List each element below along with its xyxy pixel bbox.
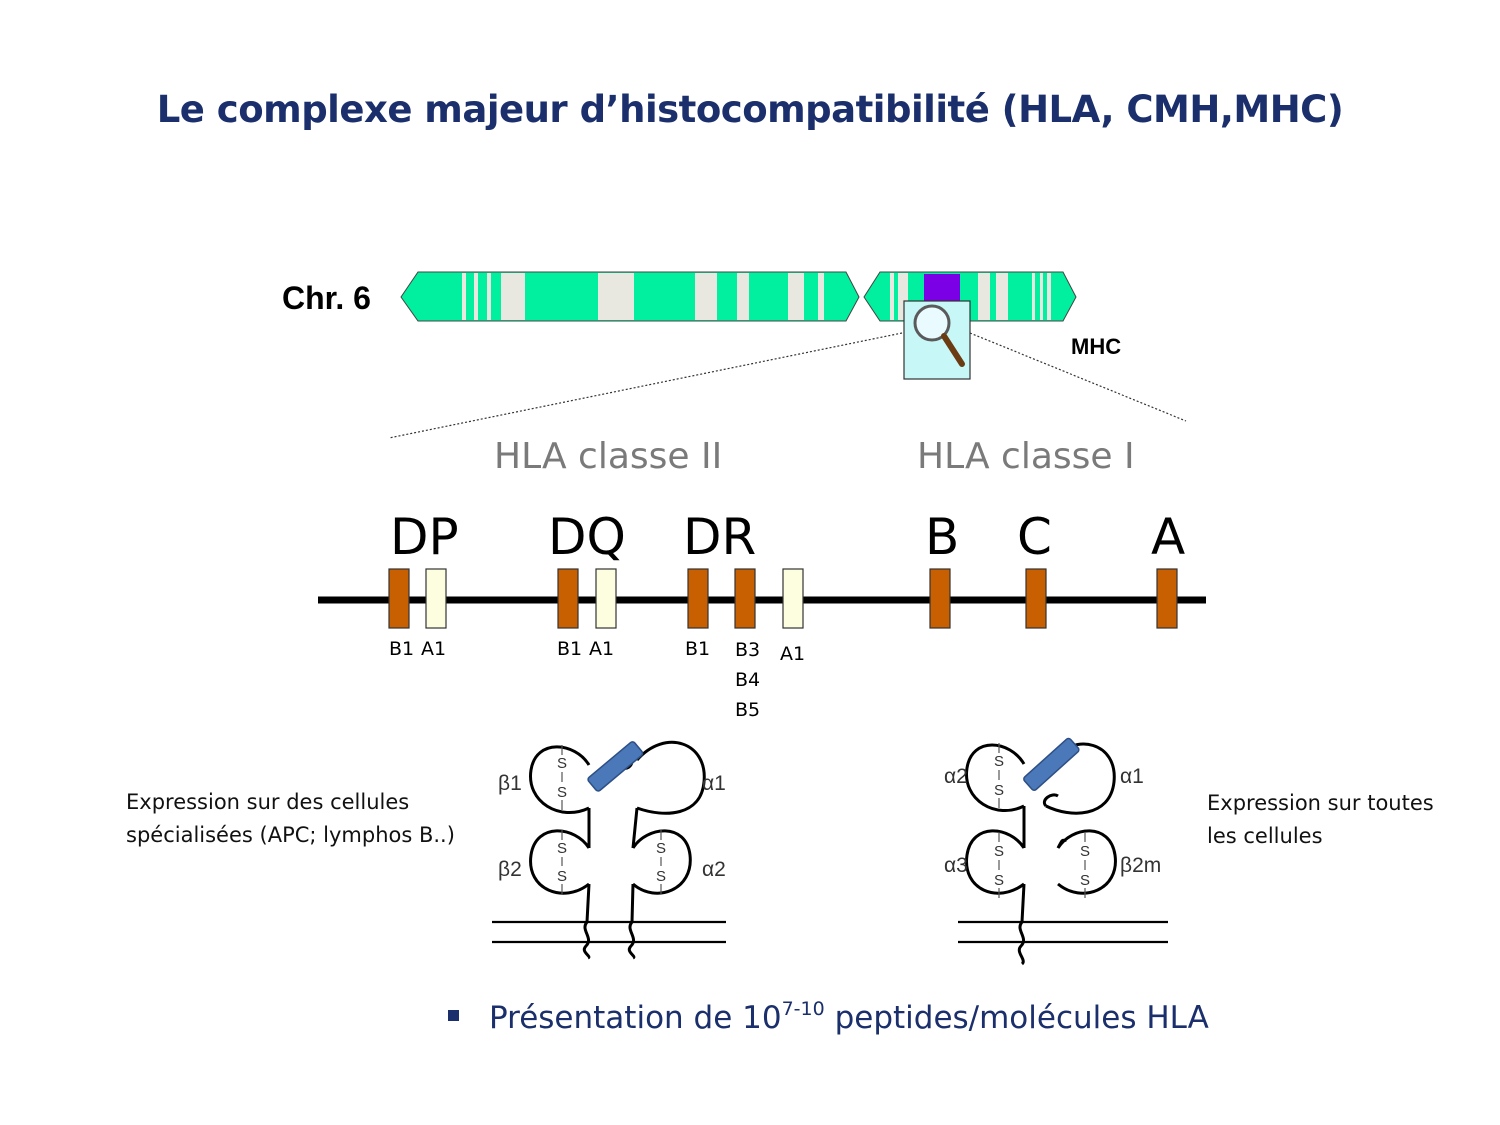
gene-box-dp-a1 (425, 568, 447, 629)
chromosome-6 (400, 271, 1077, 322)
domain-label-alpha1: α1 (1120, 765, 1144, 788)
domain-label-beta2: β2 (498, 858, 522, 881)
gene-box-b (929, 568, 951, 629)
domain-label-alpha1: α1 (702, 772, 726, 795)
magnifier-icon (903, 300, 971, 380)
gene-label-dq-b1: B1 (557, 638, 583, 660)
gene-box-dr-b3 (734, 568, 756, 629)
gene-label-dp-a1: A1 (421, 638, 447, 660)
domain-label-beta1: β1 (498, 772, 522, 795)
mhc-band (924, 274, 960, 302)
bullet-text-pre: Présentation de 10 (489, 1000, 782, 1036)
disulfide-s: S (994, 782, 1004, 799)
locus-dr: DR (683, 508, 757, 566)
disulfide-s: S (557, 868, 567, 885)
gene-label-dr-b1: B1 (685, 638, 711, 660)
disulfide-s: S (557, 840, 567, 857)
disulfide-s: S (994, 843, 1004, 860)
class-i-expression-text: Expression sur toutes les cellules (1207, 787, 1434, 853)
gene-box-dq-b1 (557, 568, 579, 629)
gene-label-dr-b4: B4 (735, 669, 761, 691)
class-ii-expression-line: Expression sur des cellules (126, 790, 410, 814)
gene-box-dq-a1 (595, 568, 617, 629)
disulfide-s: S (557, 755, 567, 772)
locus-a: A (1151, 508, 1186, 566)
bullet-text-post: peptides/molécules HLA (824, 1000, 1209, 1036)
chromosome-label: Chr. 6 (282, 280, 371, 316)
mhc-region-label: MHC (1071, 334, 1122, 359)
class-i-expression-line: les cellules (1207, 824, 1323, 848)
disulfide-s: S (994, 872, 1004, 889)
gene-label-dr-b5: B5 (735, 699, 761, 721)
hla-class-ii-label: HLA classe II (494, 436, 723, 477)
gene-box-a (1156, 568, 1178, 629)
disulfide-s: S (656, 840, 666, 857)
gene-label-dr-a1: A1 (780, 643, 806, 665)
class-i-peptide (1023, 737, 1080, 791)
disulfide-s: S (656, 868, 666, 885)
locus-c: C (1017, 508, 1052, 566)
gene-box-c (1025, 568, 1047, 629)
gene-box-dr-a1 (782, 568, 804, 629)
hla-class-i-label: HLA classe I (917, 436, 1135, 477)
domain-label-alpha2: α2 (702, 858, 726, 881)
class-ii-peptide (587, 741, 644, 792)
gene-label-dq-a1: A1 (589, 638, 615, 660)
disulfide-s: S (994, 753, 1004, 770)
class-i-expression-line: Expression sur toutes (1207, 791, 1434, 815)
class-ii-expression-line: spécialisées (APC; lymphos B..) (126, 823, 455, 847)
disulfide-s: S (1080, 872, 1090, 889)
bullet-exponent: 7-10 (781, 998, 825, 1020)
bullet-square-icon (448, 1010, 459, 1021)
class-ii-expression-text: Expression sur des cellules spécialisées… (126, 786, 455, 852)
gene-box-dp-b1 (388, 568, 410, 629)
domain-label-alpha2: α2 (944, 765, 968, 788)
locus-b: B (925, 508, 960, 566)
domain-label-beta2m: β2m (1120, 854, 1161, 877)
gene-box-dr-b1 (687, 568, 709, 629)
page-title: Le complexe majeur d’histocompatibilité … (156, 88, 1344, 131)
disulfide-s: S (557, 784, 567, 801)
domain-label-alpha3: α3 (944, 854, 968, 877)
gene-label-dr-b3: B3 (735, 639, 761, 661)
gene-label-dp-b1: B1 (389, 638, 415, 660)
locus-dq: DQ (548, 508, 626, 566)
class-ii-molecule (492, 741, 726, 960)
peptide-presentation-bullet: Présentation de 107-10 peptides/molécule… (448, 1000, 1209, 1036)
class-i-molecule (958, 742, 1168, 966)
disulfide-s: S (1080, 843, 1090, 860)
locus-dp: DP (390, 508, 459, 566)
